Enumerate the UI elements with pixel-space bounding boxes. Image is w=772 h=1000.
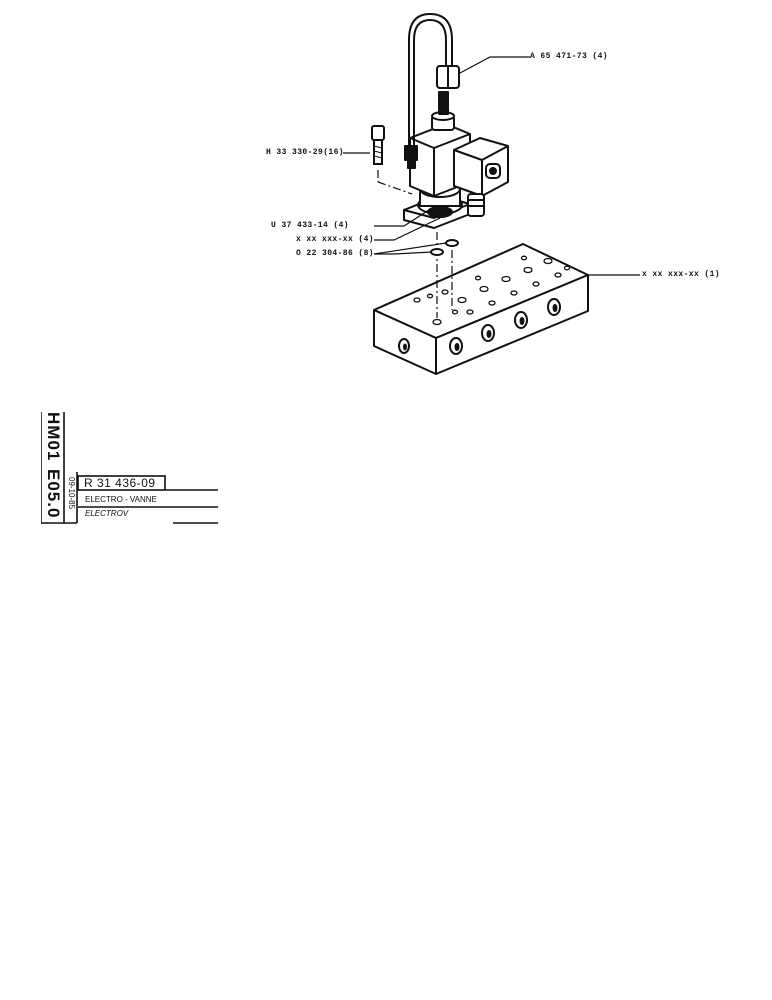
screw [371,125,385,165]
reference-number: R 31 436-09 [84,476,156,490]
elbow-fitting-nut [436,65,460,89]
callout-elbow-fitting: A 65 471-73 (4) [530,52,609,61]
title-block: HM01 E05.0 09-10-85 R 31 436-09 ELECTRO … [41,410,221,525]
callout-o-ring: O 22 304-86 (8) [296,249,375,258]
callout-manifold: x xx xxx-xx (1) [642,270,721,279]
drawing-code-section: E05.0 [44,469,63,519]
bent-pipe [408,12,453,146]
title-english: ELECTROV [85,509,129,518]
callout-screw: H 33 330-29(16) [266,148,345,157]
callout-solenoid-valve: x xx xxx-xx (4) [296,235,375,244]
manifold-top-holes [413,255,571,326]
drawing-code-main: HM01 [44,412,63,462]
leader-lines [343,56,640,276]
exploded-assembly-drawing [343,12,640,375]
title-block-frame [41,412,218,524]
assembly-axes [377,170,453,318]
drawing-date: 09-10-85 [67,477,76,510]
solenoid-valve [403,91,509,229]
callout-gasket: U 37 433-14 (4) [271,221,350,230]
title-french: ELECTRO - VANNE [85,495,157,504]
o-rings [430,239,459,256]
